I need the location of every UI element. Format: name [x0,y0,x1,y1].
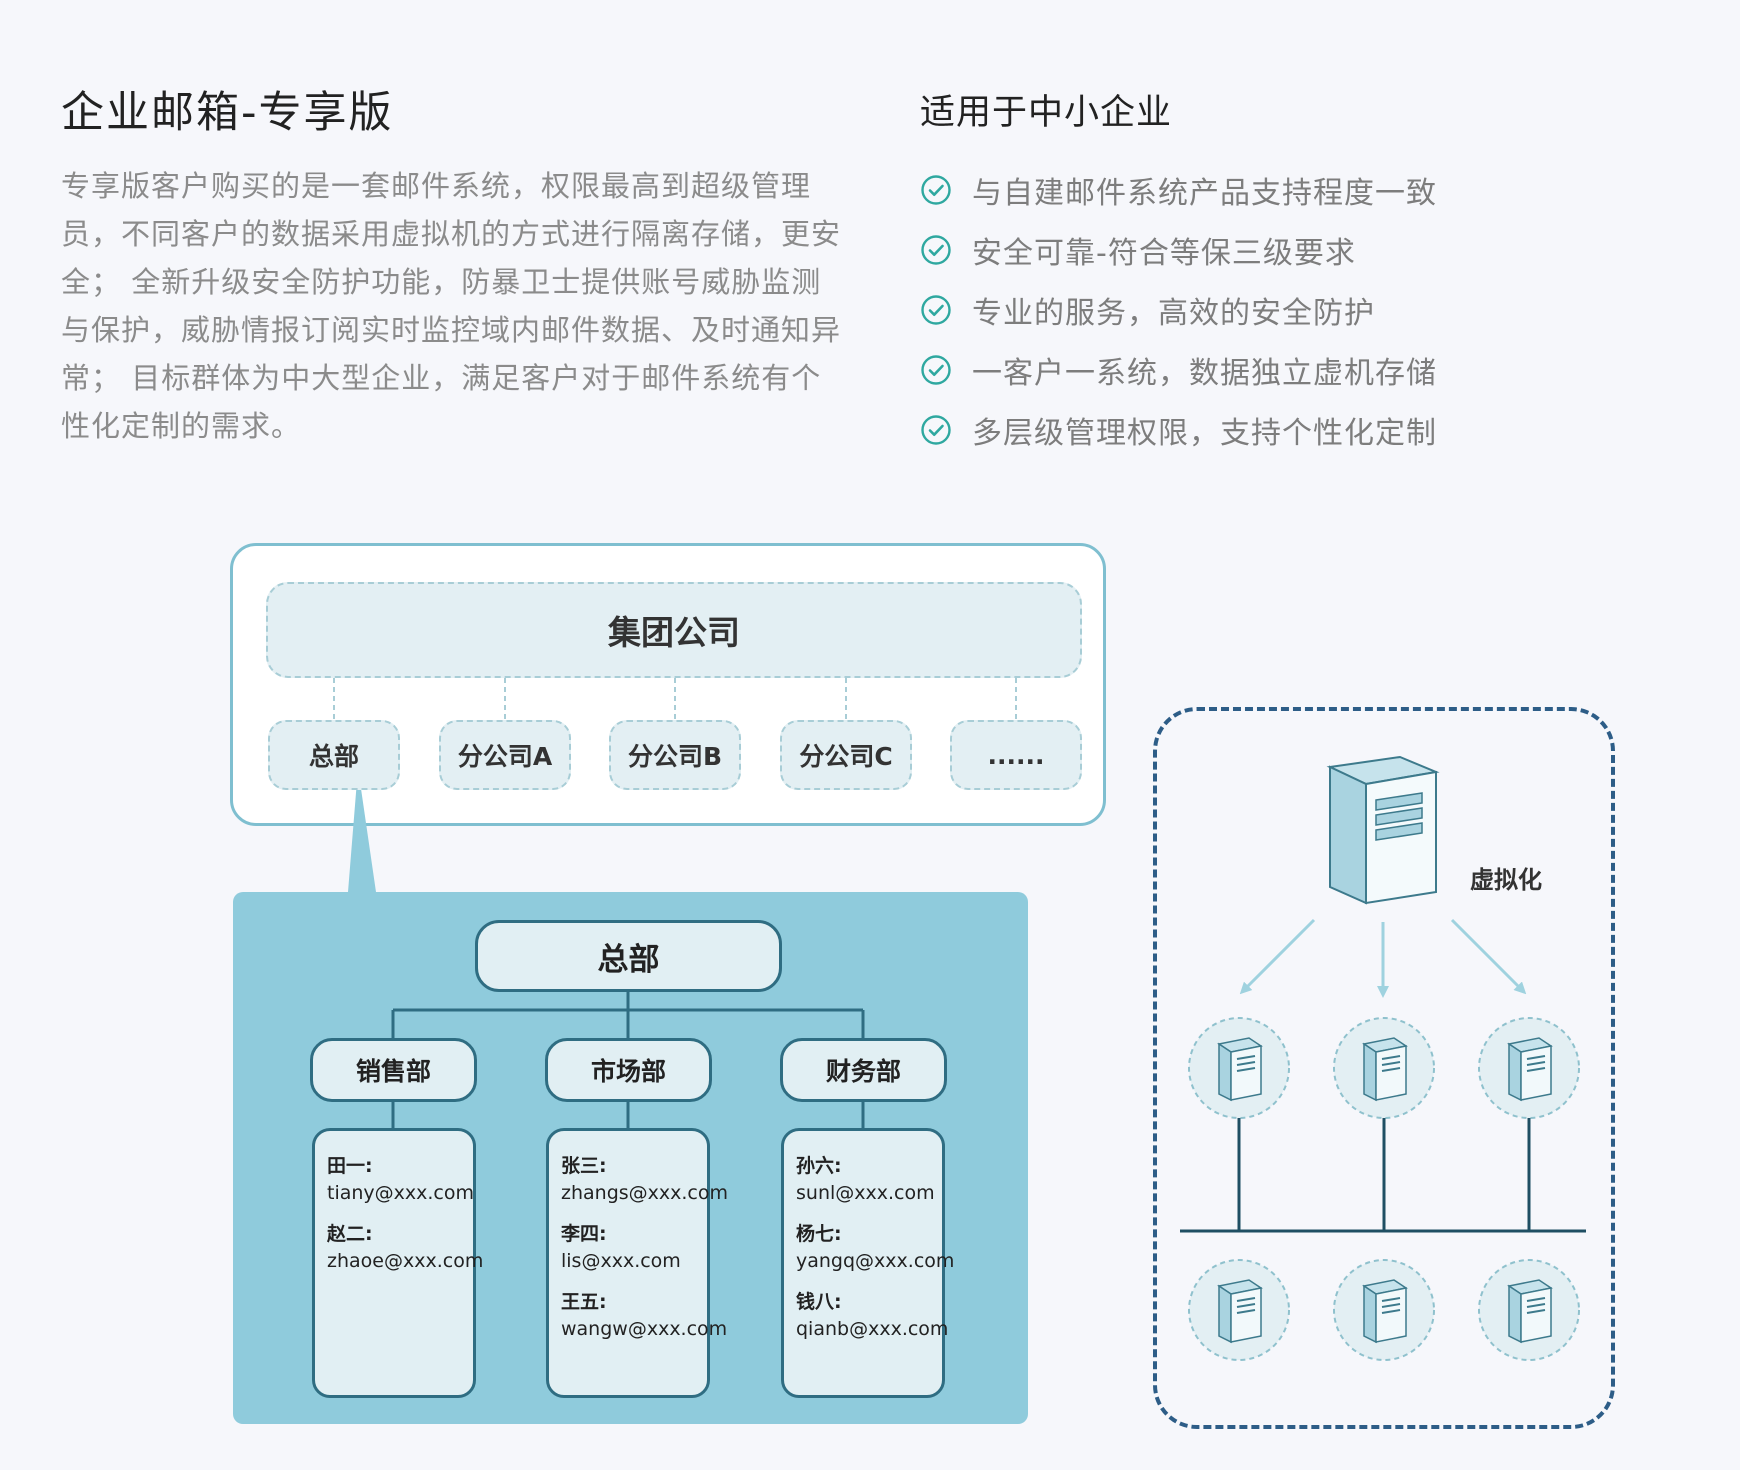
branch-node: 分公司B [609,720,741,790]
member-entry: 张三: zhangs@xxx.com [561,1153,729,1207]
network-bus [1180,1118,1586,1233]
features-title: 适用于中小企业 [920,93,1173,133]
virtual-server-icon [1478,1259,1580,1361]
member-name: 孙六: [796,1155,842,1177]
member-email: wangw@xxx.com [561,1318,728,1340]
member-card-finance: 孙六: sunl@xxx.com 杨七: yangq@xxx.com 钱八: q… [781,1128,955,1398]
member-card-sales: 田一: tiany@xxx.com 赵二: zhaoe@xxx.com [312,1128,484,1398]
feature-item: 与自建邮件系统产品支持程度一致 [920,160,1437,220]
member-name: 王五: [561,1291,607,1313]
department-node-finance: 财务部 [780,1038,947,1102]
member-name: 赵二: [327,1223,373,1245]
branch-node: ...... [950,720,1082,790]
check-circle-icon [921,295,951,325]
check-circle-icon [921,175,951,205]
check-circle-icon [921,415,951,445]
member-email: lis@xxx.com [561,1250,681,1272]
check-circle-icon [921,355,951,385]
branch-node: 分公司A [439,720,571,790]
member-email: yangq@xxx.com [796,1250,955,1272]
department-node-sales: 销售部 [310,1038,477,1102]
feature-text: 一客户一系统，数据独立虚机存储 [972,356,1437,391]
member-name: 李四: [561,1223,607,1245]
branch-node: 分公司C [780,720,912,790]
virtual-server-icon [1478,1017,1580,1119]
department-node-marketing: 市场部 [545,1038,712,1102]
member-entry: 田一: tiany@xxx.com [327,1153,475,1207]
feature-text: 多层级管理权限，支持个性化定制 [972,416,1437,451]
headquarters-node: 总部 [475,920,782,992]
feature-text: 安全可靠-符合等保三级要求 [972,236,1356,271]
virtualization-label: 虚拟化 [1470,866,1542,894]
member-entry: 杨七: yangq@xxx.com [796,1221,955,1275]
feature-item: 专业的服务，高效的安全防护 [920,280,1437,340]
product-description: 专享版客户购买的是一套邮件系统，权限最高到超级管理员，不同客户的数据采用虚拟机的… [61,169,842,443]
member-entry: 钱八: qianb@xxx.com [796,1289,949,1343]
virtual-server-icon [1188,1017,1290,1119]
member-email: sunl@xxx.com [796,1182,935,1204]
member-name: 钱八: [796,1291,842,1313]
member-email: qianb@xxx.com [796,1318,949,1340]
feature-list: 与自建邮件系统产品支持程度一致 安全可靠-符合等保三级要求 专业的服务，高效的安… [920,160,1437,460]
feature-text: 专业的服务，高效的安全防护 [972,296,1375,331]
member-entry: 李四: lis@xxx.com [561,1221,707,1275]
check-circle-icon [921,235,951,265]
member-entry: 赵二: zhaoe@xxx.com [327,1221,484,1275]
feature-item: 安全可靠-符合等保三级要求 [920,220,1437,280]
member-name: 张三: [561,1155,607,1177]
virtualization-frame [1153,707,1615,1429]
member-card-marketing: 张三: zhangs@xxx.com 李四: lis@xxx.com 王五: w… [546,1128,729,1398]
member-email: tiany@xxx.com [327,1182,475,1204]
main-server-icon [1326,755,1440,905]
virtual-server-icon [1188,1259,1290,1361]
branch-node: 总部 [268,720,400,790]
feature-text: 与自建邮件系统产品支持程度一致 [972,176,1437,211]
feature-item: 一客户一系统，数据独立虚机存储 [920,340,1437,400]
member-entry: 孙六: sunl@xxx.com [796,1153,942,1207]
member-email: zhaoe@xxx.com [327,1250,484,1272]
member-name: 杨七: [796,1223,842,1245]
virtual-server-icon [1333,1259,1435,1361]
member-name: 田一: [327,1155,373,1177]
group-company-node: 集团公司 [266,582,1082,678]
feature-item: 多层级管理权限，支持个性化定制 [920,400,1437,460]
page-title: 企业邮箱-专享版 [61,88,394,138]
distribution-arrows [1239,918,1527,998]
virtual-server-icon [1333,1017,1435,1119]
member-entry: 王五: wangw@xxx.com [561,1289,728,1343]
member-email: zhangs@xxx.com [561,1182,729,1204]
